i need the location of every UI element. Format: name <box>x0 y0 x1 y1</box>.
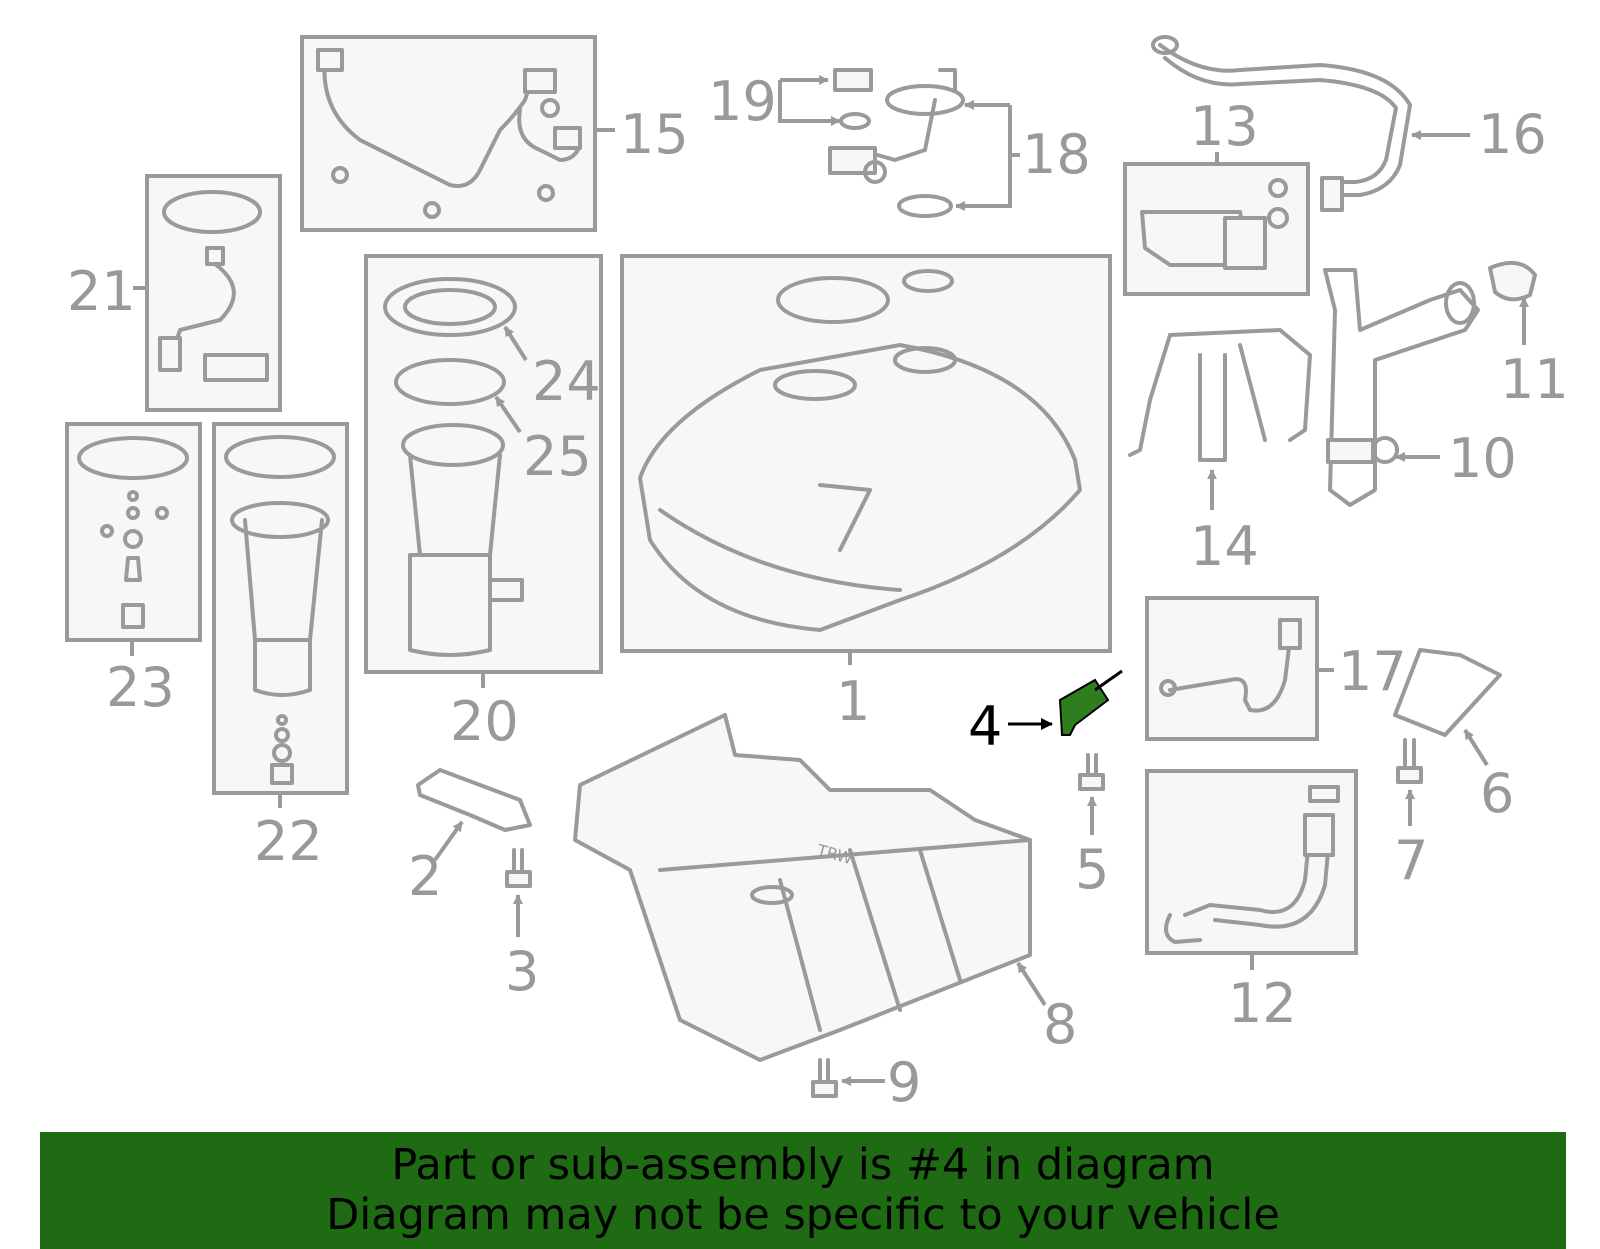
label-18: 18 <box>1022 123 1091 186</box>
label-5: 5 <box>1075 838 1109 901</box>
part-17-vent-hose <box>1145 596 1319 741</box>
part-14-bracket <box>1128 328 1312 462</box>
label-3: 3 <box>505 940 539 1003</box>
banner-line-2: Diagram may not be specific to your vehi… <box>326 1190 1280 1240</box>
label-4: 4 <box>968 695 1002 758</box>
label-23: 23 <box>106 656 175 719</box>
label-16: 16 <box>1478 103 1547 166</box>
part-7-bolt <box>1396 738 1423 784</box>
part-21-sender-kit <box>145 174 282 412</box>
info-banner: Part or sub-assembly is #4 in diagram Di… <box>40 1132 1566 1249</box>
label-12: 12 <box>1228 972 1297 1035</box>
part-10-filler-neck <box>1323 268 1480 507</box>
label-6: 6 <box>1480 762 1514 825</box>
label-14: 14 <box>1190 515 1259 578</box>
label-15: 15 <box>620 103 689 166</box>
label-22: 22 <box>254 810 323 873</box>
part-5-bolt <box>1078 753 1105 791</box>
label-13: 13 <box>1190 95 1259 158</box>
part-22-pump-assembly <box>212 422 349 795</box>
label-9: 9 <box>887 1051 921 1114</box>
label-24: 24 <box>532 350 601 413</box>
banner-line-1: Part or sub-assembly is #4 in diagram <box>391 1140 1215 1190</box>
part-3-bolt <box>505 848 532 888</box>
label-17: 17 <box>1338 640 1407 703</box>
part-23-gauge-kit <box>65 422 202 642</box>
part-20-fuel-pump-module <box>364 254 603 674</box>
part-12-breather-hose <box>1145 769 1358 955</box>
part-13-canister-assembly <box>1123 162 1310 296</box>
part-2-bracket <box>416 768 532 832</box>
label-7: 7 <box>1394 829 1428 892</box>
part-8-tank-shield: TRW <box>573 713 1032 1062</box>
part-16-filler-pipe <box>1151 35 1412 212</box>
part-11-fuel-cap <box>1488 260 1537 302</box>
part-9-bolt <box>811 1058 838 1098</box>
part-15-wire-harness <box>300 35 597 232</box>
label-20: 20 <box>450 690 519 753</box>
label-8: 8 <box>1043 993 1077 1056</box>
part-1-fuel-tank <box>620 254 1112 653</box>
part-4-highlighted-clip <box>1058 669 1123 736</box>
label-11: 11 <box>1500 348 1569 411</box>
label-25: 25 <box>523 425 592 488</box>
label-2: 2 <box>408 845 442 908</box>
part-18-valve <box>828 68 965 218</box>
part-6-bracket <box>1393 648 1502 737</box>
label-1: 1 <box>836 670 870 733</box>
part-19-sensor <box>833 68 873 130</box>
label-21: 21 <box>67 260 136 323</box>
label-10: 10 <box>1448 427 1517 490</box>
label-19: 19 <box>708 70 777 133</box>
